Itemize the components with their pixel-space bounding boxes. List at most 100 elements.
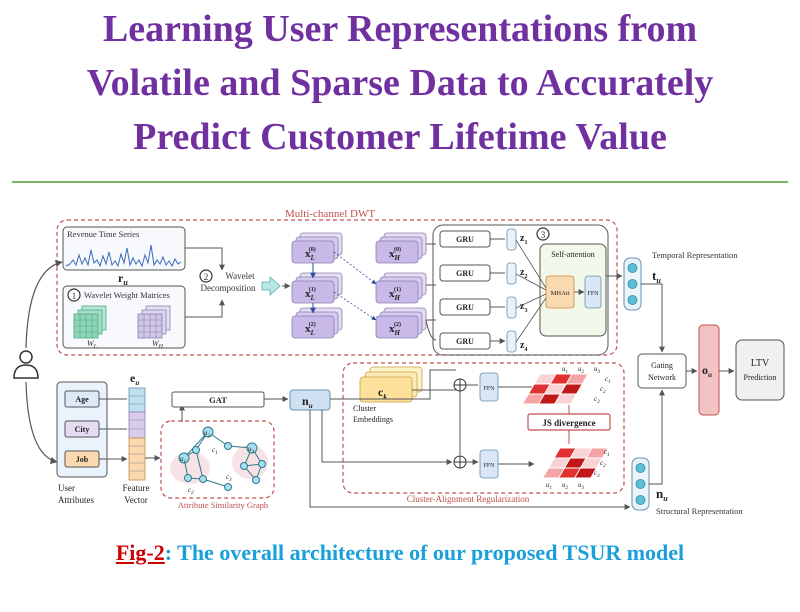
architecture-diagram: Multi-channel DWT Revenue Time Series ru…	[0, 200, 800, 525]
gru-label-4: GRU	[456, 337, 474, 346]
gating-network-box	[637, 353, 687, 389]
ck-to-plus-bottom-line	[412, 389, 461, 455]
heat-top-col-u2: u2	[578, 365, 585, 375]
heatmap-bottom	[541, 447, 609, 479]
t-u-symbol: tu	[652, 268, 661, 285]
heat-top-col-u1: u1	[562, 365, 568, 375]
sa-ffn-block	[584, 275, 602, 309]
step-1-number: 1	[72, 291, 77, 301]
n-u-dot-2	[635, 479, 646, 489]
x-h2-label: xH(2)	[389, 321, 401, 337]
cluster-blob-2	[232, 445, 268, 479]
t-u-dot-3	[627, 295, 638, 305]
z1-label: z1	[520, 233, 527, 246]
z4-label: z4	[520, 340, 527, 353]
self-attention-label: Self-attention	[551, 250, 595, 259]
gating-label-2: Network	[648, 373, 676, 382]
heat-bottom-col-u2: u2	[562, 481, 569, 491]
node-u2-label: u2	[204, 429, 211, 439]
plus-node-top	[453, 378, 467, 392]
attr-city: City	[75, 425, 90, 434]
dwt-region	[56, 219, 618, 356]
w-l-matrix	[73, 305, 107, 339]
title-divider	[12, 181, 788, 183]
mhatt-label: MHAtt	[551, 290, 570, 297]
ffn-to-heatmap-arrows	[498, 386, 534, 464]
decomposition-label-1: Wavelet	[225, 271, 255, 281]
revenue-series-label: Revenue Time Series	[67, 229, 139, 239]
cluster-embeddings-label-1: Cluster	[353, 404, 376, 413]
node-c3-label: c3	[226, 473, 232, 483]
dwt-region-label: Multi-channel DWT	[285, 208, 375, 220]
user-icon	[13, 350, 39, 379]
page-title: Learning User Representations from Volat…	[0, 2, 800, 164]
x-l-blocks	[291, 232, 343, 339]
user-to-revenue-arrow	[25, 259, 63, 349]
gru-to-z-arrows	[490, 238, 505, 341]
z2-label: z2	[520, 267, 527, 280]
step-1-badge	[67, 288, 81, 302]
n-u-symbol: nu	[302, 394, 313, 410]
temporal-rep-label: Temporal Representation	[652, 250, 738, 260]
gru-label-1: GRU	[456, 235, 474, 244]
z3-label: z3	[520, 301, 527, 314]
plus-node-bottom	[453, 455, 467, 469]
cascade-dotted-2	[333, 291, 377, 321]
graph-nodes	[178, 426, 266, 491]
decomposition-label-2: Decomposition	[201, 283, 256, 293]
attribute-chips	[64, 390, 100, 468]
attributes-to-feature-arrows	[99, 398, 127, 459]
weights-to-decomp-arrow	[185, 299, 225, 318]
n-u-dot-3	[635, 495, 646, 505]
cluster-embeddings-label-2: Embeddings	[353, 415, 393, 424]
cluster-alignment-region	[342, 362, 625, 494]
ltv-box	[735, 339, 785, 401]
w-h-matrix	[137, 305, 171, 339]
node-c2-label: c2	[188, 486, 194, 496]
js-divergence-label: JS divergence	[542, 418, 595, 428]
x-l2-label: xL(2)	[305, 321, 316, 337]
x-l0-label: xL(0)	[305, 246, 316, 262]
node-u1-label: u1	[180, 455, 186, 465]
wavelet-weights-label: Wavelet Weight Matrices	[84, 290, 170, 300]
n-to-plus-bottom-line	[321, 410, 453, 465]
r-u-symbol: ru	[118, 271, 128, 287]
heat-top-row-c3: c3	[594, 395, 600, 405]
user-to-attributes-arrow	[25, 381, 58, 464]
t-to-gating-arrow	[641, 283, 665, 353]
n-u-rep-symbol: nu	[656, 486, 668, 503]
e-u-symbol: eu	[130, 371, 139, 387]
cluster-alignment-label: Cluster-Alignment Regularization	[407, 494, 530, 504]
gru-blocks	[439, 230, 491, 350]
heat-bottom-row-c1: c1	[604, 448, 610, 458]
title-line-2: Volatile and Sparse Data to Accurately	[86, 62, 714, 104]
gat-label: GAT	[209, 395, 227, 405]
n-to-structural-arrow	[309, 410, 631, 510]
x-l1-label: xL(1)	[305, 286, 316, 302]
structural-rep-label: Structural Representation	[656, 506, 743, 516]
gating-label-1: Gating	[651, 361, 673, 370]
sa-ffn-label: FFN	[587, 291, 599, 297]
n-u-dot-1	[635, 463, 646, 473]
step-2-badge	[199, 269, 213, 283]
heat-bottom-col-u3: u3	[578, 481, 585, 491]
step-3-badge	[536, 227, 550, 241]
title-line-3: Predict Customer Lifetime Value	[133, 116, 667, 158]
ltv-prediction-label: Prediction	[744, 373, 777, 382]
x-h0-label: xH(0)	[389, 246, 401, 262]
title-line-1: Learning User Representations from	[102, 8, 698, 50]
n-to-gating-arrow	[649, 389, 665, 485]
caption-text: : The overall architecture of our propos…	[164, 540, 685, 565]
x-to-gru-arrows	[425, 243, 437, 341]
feature-vector-label-1: Feature	[123, 483, 150, 493]
n-to-plus-top-line	[330, 369, 456, 400]
c-k-symbol: ck	[378, 385, 387, 401]
decomposition-fat-arrow	[261, 276, 281, 296]
revenue-to-decomp-arrow	[185, 247, 225, 271]
heat-bottom-row-c3: c3	[594, 469, 600, 479]
o-u-symbol: ou	[702, 363, 712, 379]
z-vectors	[506, 228, 517, 353]
step-3-number: 3	[541, 230, 546, 240]
x-h1-label: xH(1)	[389, 286, 401, 302]
heat-top-col-u3: u3	[594, 365, 601, 375]
